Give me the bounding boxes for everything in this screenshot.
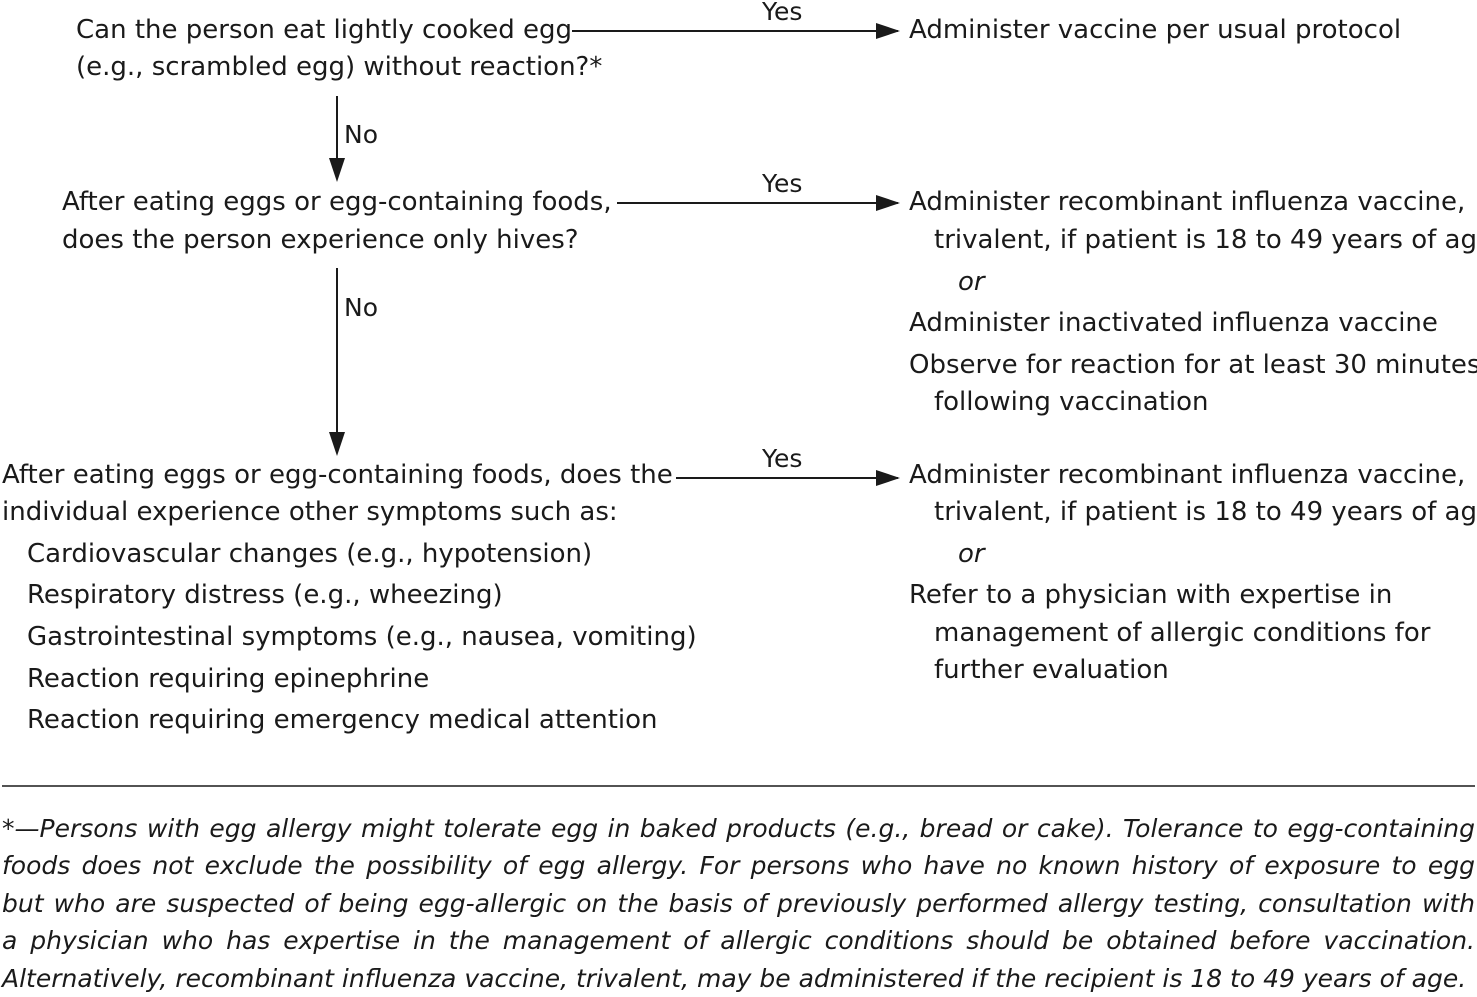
q2-yes-arrowhead: [876, 195, 900, 211]
q2-no-label: No: [344, 293, 378, 322]
q3-symptom-item: Cardiovascular changes (e.g., hypotensio…: [27, 539, 593, 569]
q1-no-arrowhead: [329, 158, 345, 182]
q3-action-refer-line-1: Refer to a physician with expertise in: [909, 580, 1393, 610]
q3-yes-arrowhead: [876, 470, 900, 486]
q2-question-line-2: does the person experience only hives?: [62, 225, 579, 255]
footnote-line: a physician who has expertise in the man…: [2, 926, 1475, 956]
q3-question-line-1: After eating eggs or egg-containing food…: [2, 460, 673, 490]
q2-action-or: or: [958, 267, 985, 297]
footnote-line: *—Persons with egg allergy might tolerat…: [2, 814, 1475, 843]
q3-action-recombinant-line-2: trivalent, if patient is 18 to 49 years …: [934, 497, 1477, 527]
q3-question-line-2: individual experience other symptoms suc…: [2, 497, 618, 527]
q3-action-refer-line-3: further evaluation: [934, 655, 1169, 685]
q1-question-line-2: (e.g., scrambled egg) without reaction?*: [76, 52, 603, 82]
q1-no-label: No: [344, 120, 378, 149]
q1-yes-action: Administer vaccine per usual protocol: [909, 15, 1402, 45]
q3-symptom-item: Respiratory distress (e.g., wheezing): [27, 580, 503, 610]
q2-question-line-1: After eating eggs or egg-containing food…: [62, 187, 612, 217]
q3-yes-label: Yes: [762, 444, 803, 473]
footnote-line: but who are suspected of being egg-aller…: [2, 888, 1475, 918]
q1-question-line-1: Can the person eat lightly cooked egg: [76, 15, 573, 45]
footnote-line: foods does not exclude the possibility o…: [2, 851, 1475, 881]
q2-action-recombinant-line-1: Administer recombinant influenza vaccine…: [909, 187, 1466, 217]
q3-action-recombinant-line-1: Administer recombinant influenza vaccine…: [909, 460, 1466, 490]
q3-action-or: or: [958, 539, 985, 569]
footnote-line: Alternatively, recombinant influenza vac…: [2, 963, 1467, 993]
q3-symptom-item: Reaction requiring emergency medical att…: [27, 705, 658, 735]
q2-action-recombinant-line-2: trivalent, if patient is 18 to 49 years …: [934, 225, 1477, 255]
q2-no-arrowhead: [329, 432, 345, 456]
q1-yes-label: Yes: [762, 0, 803, 26]
q2-yes-label: Yes: [762, 169, 803, 198]
q3-symptom-item: Reaction requiring epinephrine: [27, 664, 430, 694]
q3-symptom-item: Gastrointestinal symptoms (e.g., nausea,…: [27, 622, 697, 652]
q2-action-observe-line-1: Observe for reaction for at least 30 min…: [909, 350, 1477, 380]
q2-action-inactivated: Administer inactivated influenza vaccine: [909, 308, 1438, 338]
q2-action-observe-line-2: following vaccination: [934, 387, 1209, 417]
q1-yes-arrowhead: [876, 23, 900, 39]
q3-action-refer-line-2: management of allergic conditions for: [934, 618, 1431, 648]
footnote: *—Persons with egg allergy might tolerat…: [2, 810, 1475, 997]
